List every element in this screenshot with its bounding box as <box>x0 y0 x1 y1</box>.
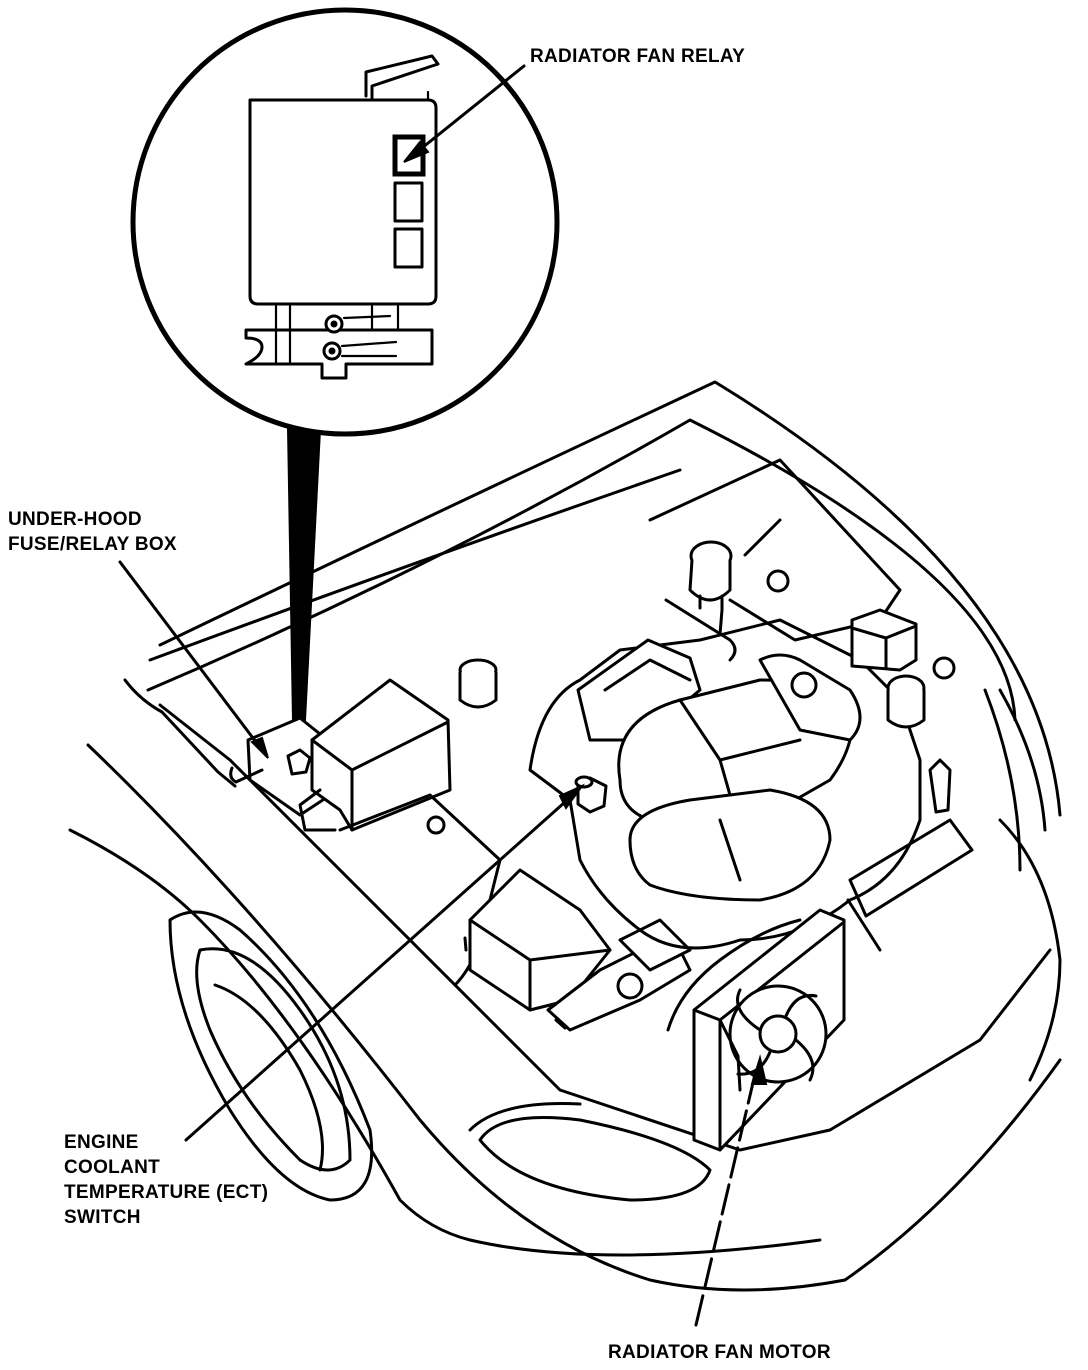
car-body <box>68 380 1062 1292</box>
bumper-lamp <box>468 1102 712 1202</box>
headlight <box>168 910 374 1202</box>
leader-radiator-fan-motor <box>694 1054 768 1327</box>
upper-radiator-hose <box>616 972 644 1000</box>
washer-cap <box>886 674 926 729</box>
fuse-relay-box-label-line1: UNDER-HOOD <box>8 509 142 530</box>
right-side-bracket <box>846 758 974 952</box>
reservoir-cap-left <box>458 658 498 709</box>
air-cleaner-box <box>463 868 612 1012</box>
ect-switch-label-line4: SWITCH <box>64 1207 141 1228</box>
fuse-relay-box-label-line2: FUSE/RELAY BOX <box>8 534 177 555</box>
battery <box>298 678 452 832</box>
leader-ect-switch <box>184 783 586 1142</box>
brake-reservoir <box>664 540 737 662</box>
relay-block-right <box>850 608 918 672</box>
radiator-fan-motor-label: RADIATOR FAN MOTOR <box>608 1342 831 1363</box>
fuse-relay-box-detail <box>244 54 440 380</box>
leader-fuse-relay-box <box>118 560 269 759</box>
leader-radiator-fan-relay <box>403 64 526 163</box>
radiator-fan-relay-label: RADIATOR FAN RELAY <box>530 46 746 67</box>
ect-switch-label-line2: COOLANT <box>64 1157 161 1178</box>
engine-block <box>528 618 922 950</box>
ect-switch <box>574 775 608 814</box>
cowl-panel <box>648 458 956 680</box>
ect-switch-label-line1: ENGINE <box>64 1132 139 1153</box>
ect-switch-label-line3: TEMPERATURE (ECT) <box>64 1182 269 1203</box>
radiator-fan-motor <box>666 908 846 1152</box>
